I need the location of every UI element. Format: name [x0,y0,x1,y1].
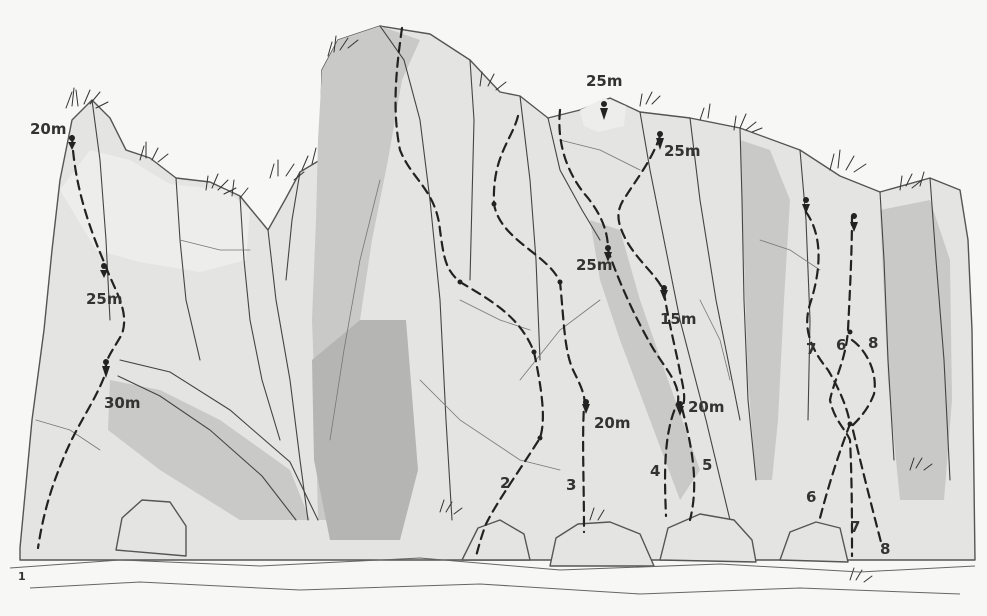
route-number-6-lower: 6 [806,488,816,506]
pitch-label-r45-belay: 20m [688,398,725,416]
pitch-label-r4-top: 25m [576,256,613,274]
route-number-6-upper: 6 [836,336,846,354]
pitch-label-r5-top: 15m [660,310,697,328]
belay-dot [601,101,607,107]
belay-dot [657,131,663,137]
belay-dot [848,422,853,427]
belay-dot [605,245,611,251]
route-number-3: 3 [566,476,576,494]
route-number-7-upper: 7 [806,340,816,358]
belay-dot [803,197,809,203]
route-number-8-lower: 8 [880,540,890,558]
belay-dot [851,213,857,219]
route-number-2: 2 [500,474,510,492]
belay-dot [103,359,109,365]
route-number-4: 4 [650,462,660,480]
route-number-5: 5 [702,456,712,474]
pitch-label-summit: 25m [586,72,623,90]
route-number-7-lower: 7 [850,518,860,536]
belay-dot [458,280,463,285]
belay-dot [538,436,543,441]
pitch-label-r1-mid: 25m [86,290,123,308]
pitch-label-r1-top: 20m [30,120,67,138]
pitch-label-summit-right: 25m [664,142,701,160]
pitch-label-r1-low: 30m [104,394,141,412]
belay-dot [492,202,497,207]
belay-dot [69,135,75,141]
route-number-1: 1 [18,570,26,583]
pitch-label-r3-belay: 20m [594,414,631,432]
route-number-8-upper: 8 [868,334,878,352]
belay-dot [101,263,107,269]
central-dark-slab [312,320,418,540]
belay-dot [848,330,853,335]
belay-dot [532,350,537,355]
belay-dot [558,280,563,285]
